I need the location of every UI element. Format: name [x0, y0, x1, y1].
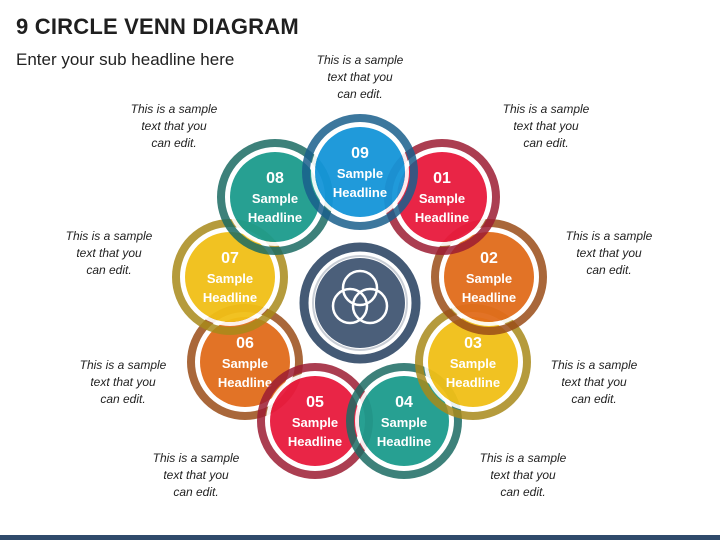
- circle-headline-line1: Sample: [381, 415, 427, 430]
- circle-number: 01: [433, 170, 451, 187]
- circle-headline-line1: Sample: [466, 271, 512, 286]
- circle-headline-line1: Sample: [222, 356, 268, 371]
- circle-headline-line2: Headline: [415, 210, 469, 225]
- caption-text: This is a sample text that you can edit.: [534, 357, 654, 408]
- circle-fill: [315, 127, 405, 217]
- circle-headline-line1: Sample: [292, 415, 338, 430]
- caption-line1: This is a sample: [502, 102, 590, 116]
- center-hub: [299, 242, 421, 364]
- circle-number: 09: [351, 145, 369, 162]
- circle-number: 08: [266, 170, 284, 187]
- circle-number: 05: [306, 394, 324, 411]
- circle-headline-line1: Sample: [207, 271, 253, 286]
- caption-line1: This is a sample: [65, 229, 153, 243]
- circle-headline-line1: Sample: [337, 166, 383, 181]
- caption-text: This is a sample text that you can edit.: [63, 357, 183, 408]
- caption-line2: text that you: [513, 119, 579, 133]
- slide-title: 9 CIRCLE VENN DIAGRAM: [16, 14, 299, 39]
- circle-headline-line2: Headline: [462, 290, 516, 305]
- caption-text: This is a sample text that you can edit.: [549, 228, 669, 279]
- circle-headline-line2: Headline: [218, 375, 272, 390]
- circle-ring: [346, 363, 462, 479]
- caption-line3: can edit.: [523, 136, 569, 150]
- circle-fill: [230, 152, 320, 242]
- caption-line2: text that you: [76, 246, 142, 260]
- caption-text: This is a sample text that you can edit.: [463, 450, 583, 501]
- caption-line3: can edit.: [571, 392, 617, 406]
- circle-headline-line2: Headline: [203, 290, 257, 305]
- circle-headline-line2: Headline: [248, 210, 302, 225]
- caption-line1: This is a sample: [565, 229, 653, 243]
- caption-line1: This is a sample: [550, 358, 638, 372]
- caption-line3: can edit.: [337, 87, 383, 101]
- circle-number: 07: [221, 250, 239, 267]
- circle-headline-line2: Headline: [288, 434, 342, 449]
- caption-text: This is a sample text that you can edit.: [300, 52, 420, 103]
- slide-subtitle: Enter your sub headline here: [16, 50, 235, 69]
- circle-fill: [270, 376, 360, 466]
- caption-line2: text that you: [327, 70, 393, 84]
- footer-bar: [0, 535, 720, 540]
- caption-line1: This is a sample: [130, 102, 218, 116]
- caption-text: This is a sample text that you can edit.: [486, 101, 606, 152]
- caption-text: This is a sample text that you can edit.: [136, 450, 256, 501]
- circle-fill: [428, 317, 518, 407]
- caption-line2: text that you: [576, 246, 642, 260]
- caption-line1: This is a sample: [152, 451, 240, 465]
- circle-ring: [302, 114, 418, 230]
- circle-number: 04: [395, 394, 413, 411]
- caption-line3: can edit.: [586, 263, 632, 277]
- circle-headline-line1: Sample: [419, 191, 465, 206]
- circle-headline-line2: Headline: [446, 375, 500, 390]
- caption-line2: text that you: [490, 468, 556, 482]
- caption-line3: can edit.: [86, 263, 132, 277]
- caption-line2: text that you: [163, 468, 229, 482]
- caption-line3: can edit.: [173, 485, 219, 499]
- caption-line3: can edit.: [500, 485, 546, 499]
- circle-fill: [444, 232, 534, 322]
- caption-line1: This is a sample: [316, 53, 404, 67]
- caption-line1: This is a sample: [79, 358, 167, 372]
- caption-line3: can edit.: [151, 136, 197, 150]
- circle-fill: [359, 376, 449, 466]
- circle-fill: [200, 317, 290, 407]
- circle-number: 03: [464, 335, 482, 352]
- caption-line3: can edit.: [100, 392, 146, 406]
- circle-headline-line2: Headline: [333, 185, 387, 200]
- circle-gap: [311, 123, 409, 221]
- caption-line2: text that you: [561, 375, 627, 389]
- circle-number: 02: [480, 250, 498, 267]
- circle-fill: [397, 152, 487, 242]
- caption-line1: This is a sample: [479, 451, 567, 465]
- circle-headline-line1: Sample: [450, 356, 496, 371]
- circle-fill: [185, 232, 275, 322]
- caption-line2: text that you: [141, 119, 207, 133]
- circle-headline-line1: Sample: [252, 191, 298, 206]
- circle-number: 06: [236, 335, 254, 352]
- caption-text: This is a sample text that you can edit.: [114, 101, 234, 152]
- caption-line2: text that you: [90, 375, 156, 389]
- venn-icon: [331, 269, 389, 325]
- caption-text: This is a sample text that you can edit.: [49, 228, 169, 279]
- circle-gap: [355, 372, 453, 470]
- circle-headline-line2: Headline: [377, 434, 431, 449]
